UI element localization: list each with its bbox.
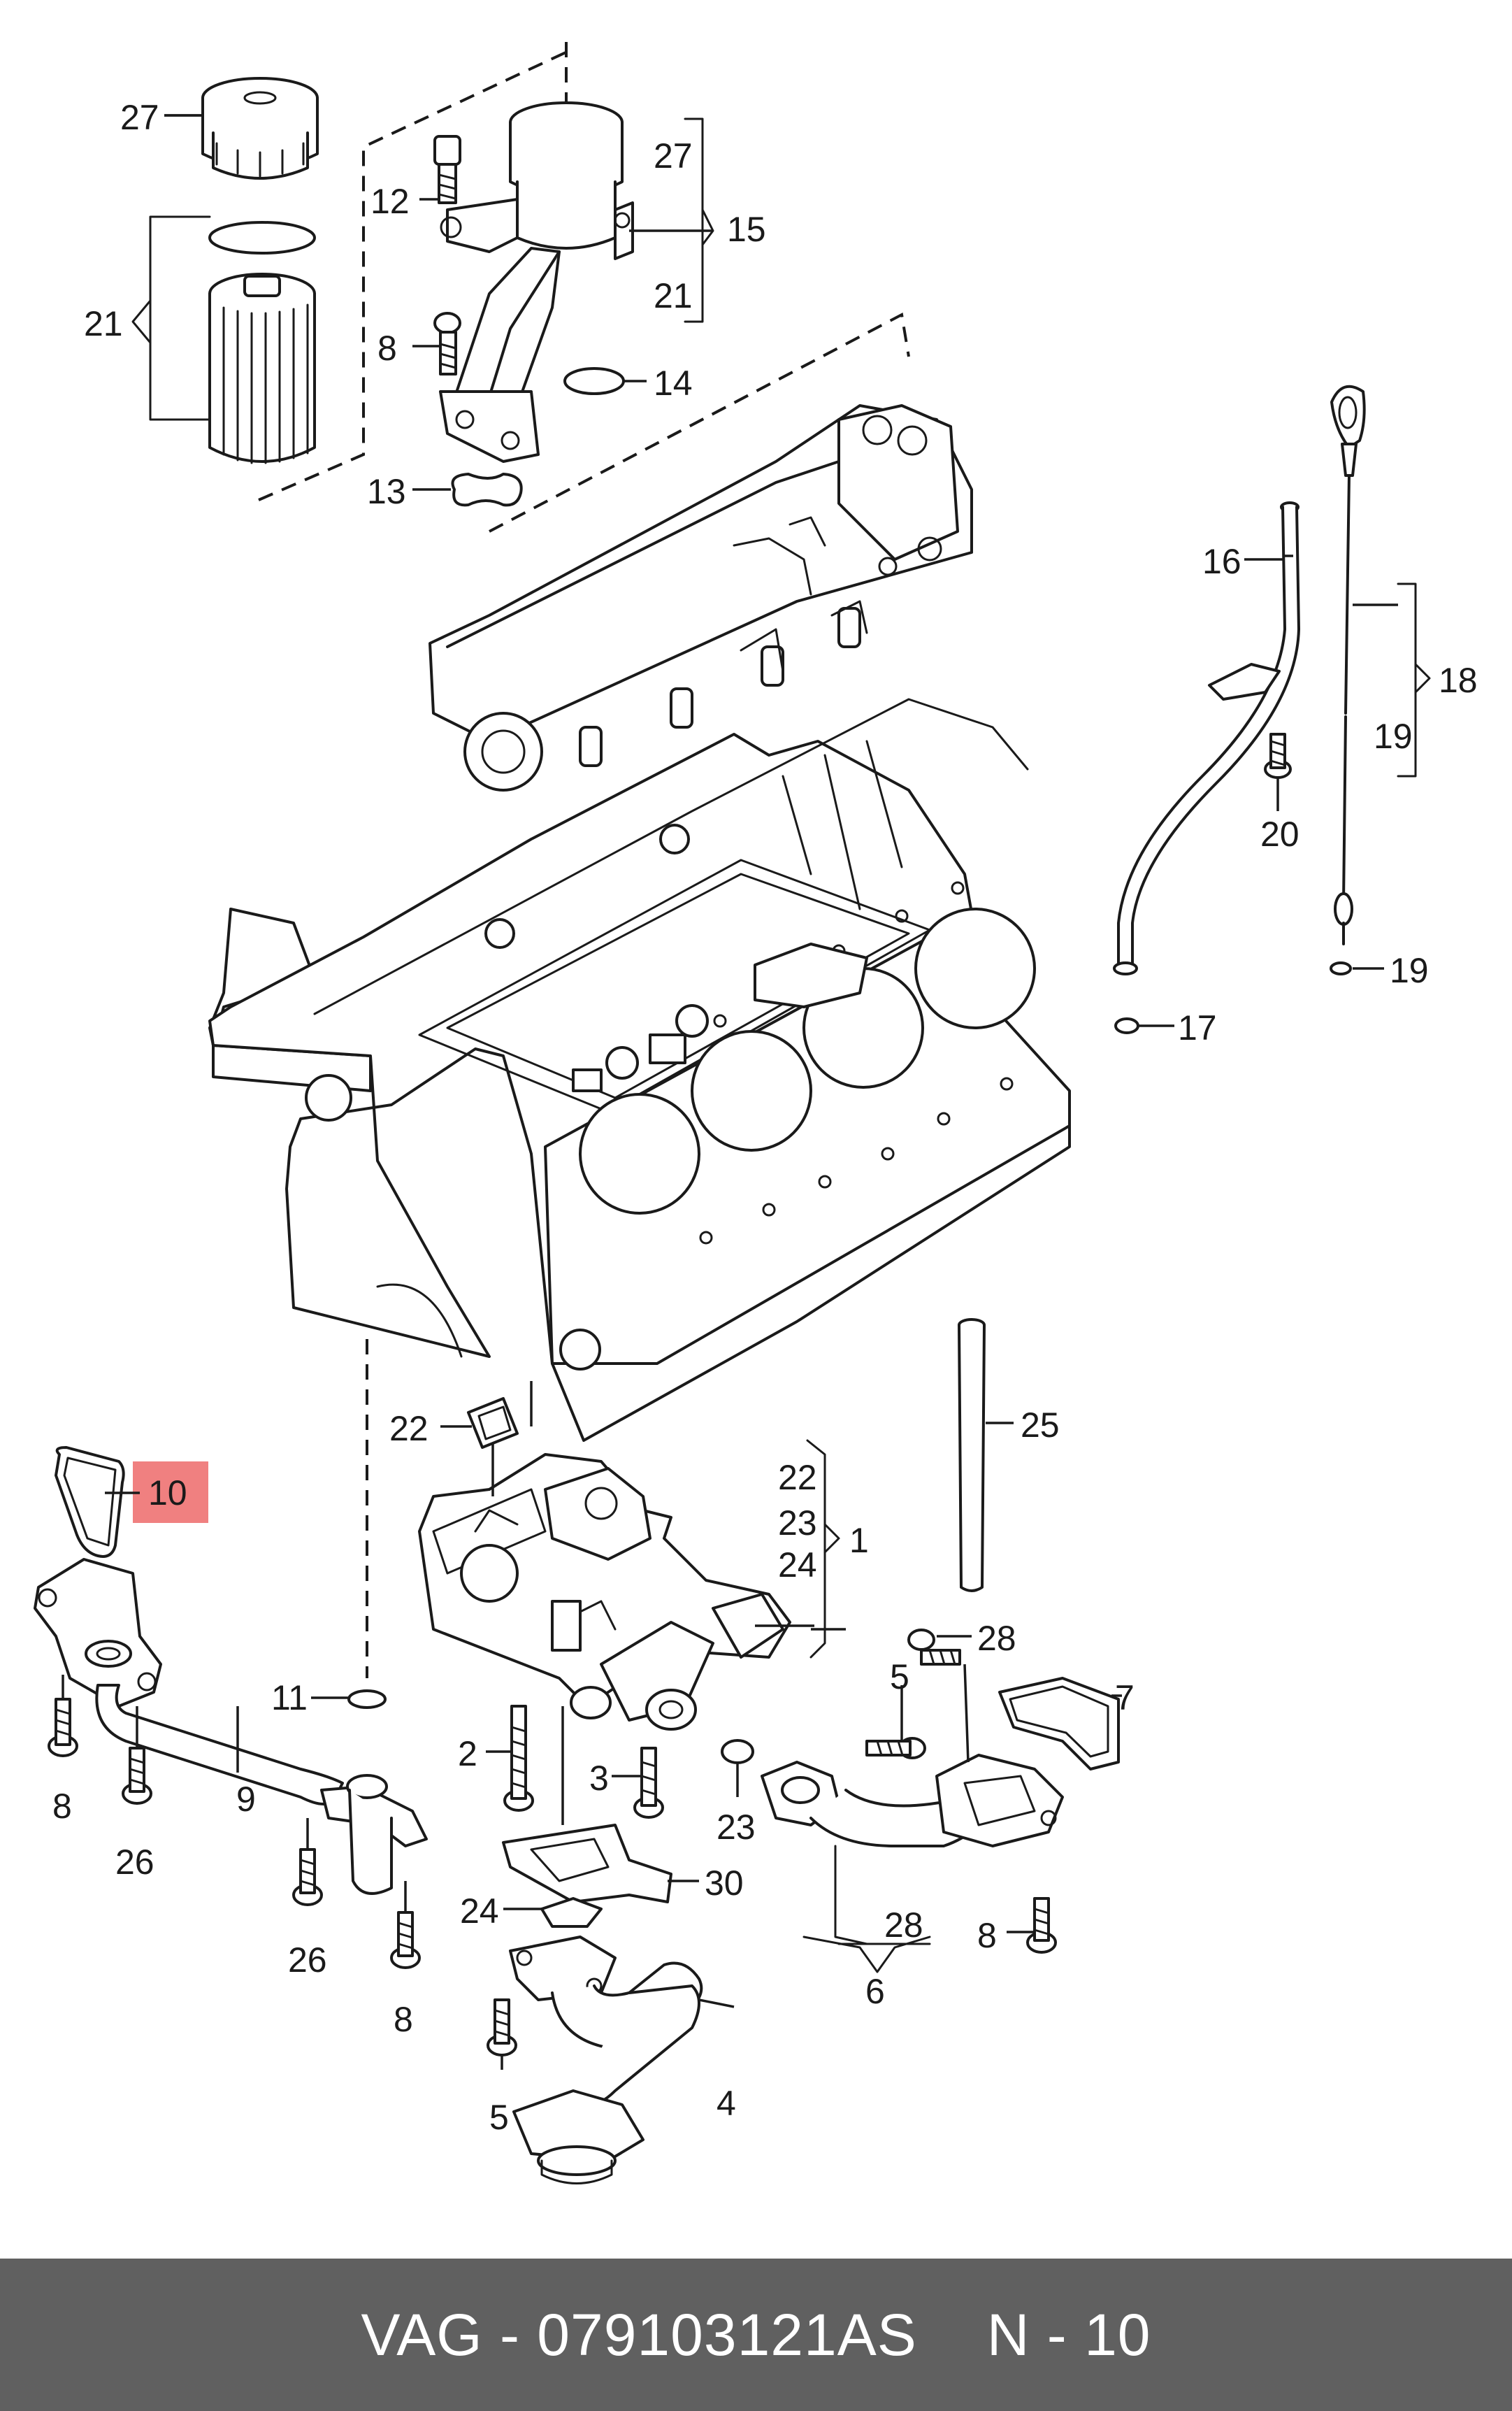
callout-12: 12 [370, 182, 410, 221]
callout-1: 1 [849, 1521, 869, 1560]
upper-manifold [429, 404, 973, 792]
callout-22: 22 [389, 1409, 429, 1448]
highlight-10-box [133, 1461, 208, 1523]
bolt-2 [503, 1705, 534, 1812]
bolt-8-center [390, 1911, 421, 1969]
callout-24: 24 [460, 1891, 499, 1931]
gasket-24 [540, 1897, 603, 1928]
oil-pipe-6 [761, 1754, 1064, 1847]
callout-5: 5 [890, 1657, 909, 1696]
filter-housing-15 [439, 101, 634, 463]
callout-13: 13 [367, 472, 406, 511]
o-ring-17 [1114, 1017, 1139, 1034]
footer-page-ref: N - 10 [986, 2301, 1151, 2368]
callout-10: 10 [148, 1473, 187, 1512]
gasket-10 [55, 1446, 125, 1558]
callout-16: 16 [1202, 542, 1241, 581]
dipstick-18 [1330, 385, 1366, 945]
parts-diagram: 27 27 12 15 21 21 8 14 13 16 18 19 20 19… [34, 42, 1478, 2184]
callout-2: 2 [458, 1734, 477, 1773]
callout-26: 26 [115, 1843, 154, 1882]
footer-part-number: VAG - 079103121AS [361, 2301, 917, 2368]
callout-3: 3 [589, 1759, 609, 1798]
callout-14: 14 [654, 364, 693, 403]
oil-pipe-9 [34, 1558, 428, 1895]
o-ring-23 [721, 1739, 754, 1764]
callout-15: 15 [727, 210, 766, 249]
callout-30: 30 [705, 1863, 744, 1903]
callout-18: 18 [1439, 661, 1478, 700]
callout-17: 17 [1178, 1008, 1217, 1047]
callout-8: 8 [977, 1916, 997, 1955]
callout-21: 21 [654, 276, 693, 315]
cover-7 [998, 1677, 1120, 1770]
bolt-28-right [907, 1629, 961, 1666]
callout-8: 8 [52, 1787, 72, 1826]
pipe-25 [958, 1318, 986, 1592]
gasket-22 [467, 1397, 519, 1449]
o-ring-14 [563, 367, 625, 395]
bolt-26-left [122, 1747, 152, 1805]
bolt-5-right [865, 1737, 926, 1759]
exploded-view: 27 27 12 15 21 21 8 14 13 16 18 19 20 19… [34, 42, 1478, 2184]
oil-pump-1 [418, 1453, 791, 1731]
callout-27: 27 [654, 136, 693, 176]
callout-24: 24 [778, 1545, 817, 1584]
gasket-30 [502, 1824, 672, 1903]
callout-7: 7 [1115, 1678, 1135, 1717]
bolt-3 [633, 1747, 664, 1819]
callout-9: 9 [236, 1780, 256, 1819]
footer-bar: VAG - 079103121AS N - 10 [0, 2259, 1512, 2411]
callout-6: 6 [865, 1972, 885, 2011]
callout-20: 20 [1260, 815, 1299, 854]
bolt-5-lower [487, 1998, 517, 2056]
callout-19: 19 [1374, 717, 1413, 756]
bolt-20 [1264, 733, 1292, 779]
callout-21: 21 [84, 304, 123, 343]
bolt-8-left [48, 1698, 78, 1757]
o-ring-11 [347, 1689, 387, 1709]
callout-22: 22 [778, 1458, 817, 1497]
callout-11: 11 [271, 1678, 308, 1717]
callout-25: 25 [1021, 1405, 1060, 1445]
callout-23: 23 [778, 1503, 817, 1543]
dipstick-tube-16 [1113, 501, 1300, 975]
callout-27: 27 [120, 98, 159, 137]
engine-block [208, 698, 1071, 1442]
callout-28: 28 [884, 1905, 923, 1945]
o-ring-19 [1330, 961, 1352, 975]
callout-23: 23 [717, 1808, 756, 1847]
bolt-12 [433, 135, 461, 204]
callout-8: 8 [394, 2000, 413, 2039]
callout-19: 19 [1390, 951, 1429, 990]
filter-element-21 [208, 221, 316, 464]
bolt-26-center [292, 1848, 323, 1906]
callout-26: 26 [288, 1940, 327, 1980]
bolt-8-upper [433, 312, 461, 375]
callout-5: 5 [489, 2098, 509, 2137]
pickup-pipe-4 [509, 1936, 703, 2184]
seal-13 [451, 473, 523, 507]
callout-28: 28 [977, 1619, 1016, 1658]
callout-4: 4 [717, 2084, 736, 2123]
bolt-8-right [1026, 1897, 1057, 1954]
filter-cap-27 [201, 77, 319, 180]
callout-8: 8 [377, 329, 397, 368]
